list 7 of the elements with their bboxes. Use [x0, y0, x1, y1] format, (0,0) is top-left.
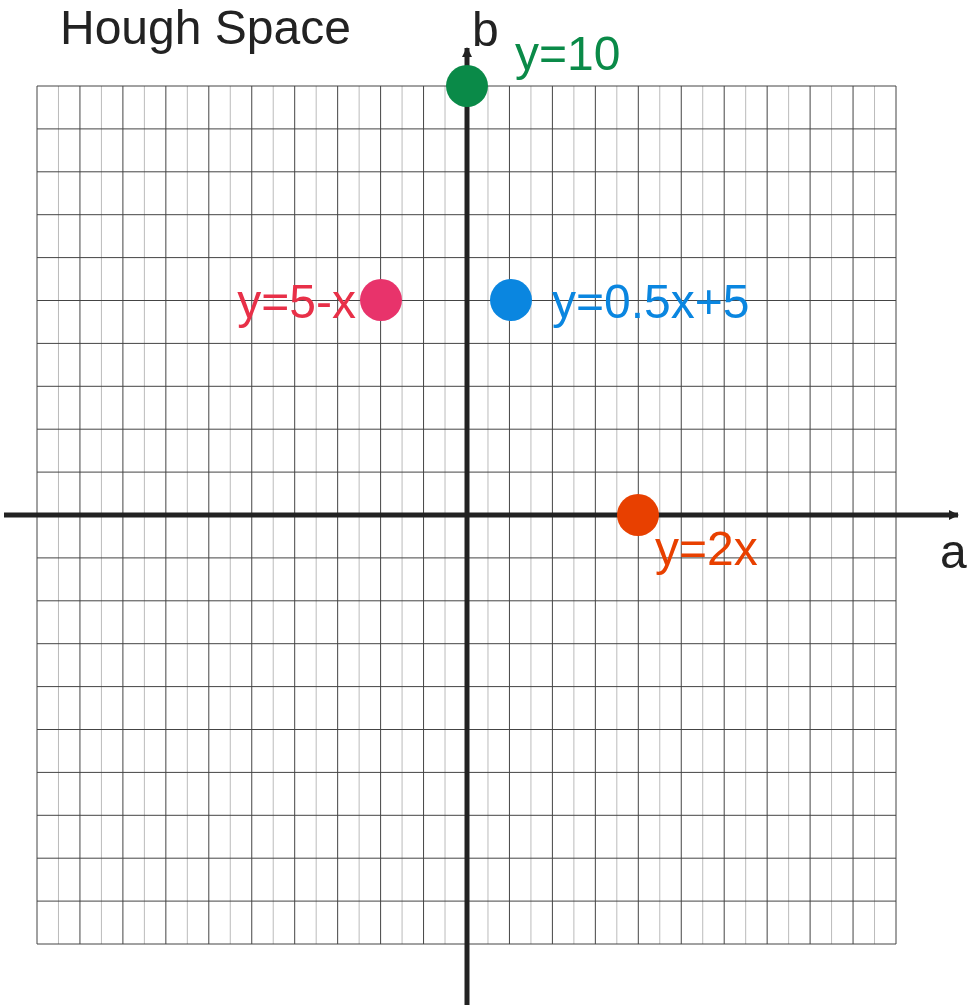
title: Hough Space [60, 4, 351, 52]
equation-label: y=10 [515, 30, 621, 78]
axis-label: a [940, 528, 967, 576]
data-point [490, 279, 532, 321]
axis-label: b [472, 6, 499, 54]
data-point [446, 65, 488, 107]
data-point [360, 279, 402, 321]
